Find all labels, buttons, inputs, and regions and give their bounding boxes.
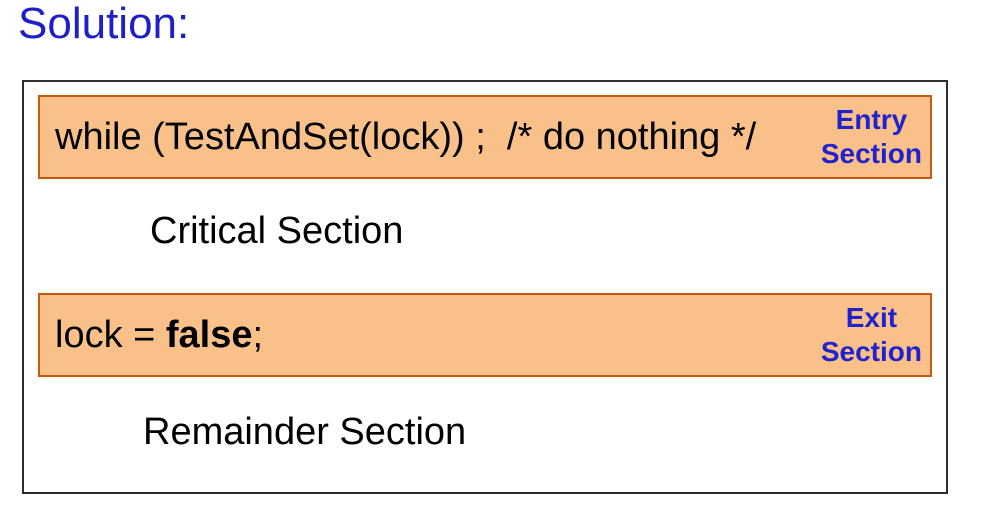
entry-code-text: while (TestAndSet(lock)) ; /* do nothing… (55, 115, 757, 158)
exit-code-bold: false (165, 313, 253, 356)
entry-section-label-line2: Section (820, 138, 922, 169)
exit-section-box: lock = false; Exit Section (38, 293, 932, 377)
exit-section-label: Exit Section (821, 301, 922, 368)
critical-section-label: Critical Section (150, 210, 404, 252)
page-title: Solution: (18, 0, 190, 48)
exit-section-label-line2: Section (820, 336, 922, 367)
entry-section-label-line1: Entry (835, 104, 908, 136)
exit-code-suffix: ; (252, 313, 264, 356)
exit-code-prefix: lock = (55, 313, 166, 356)
exit-code-text: lock = false; (55, 314, 263, 357)
remainder-section-label: Remainder Section (143, 411, 467, 453)
exit-section-label-line1: Exit (845, 302, 898, 334)
entry-section-box: while (TestAndSet(lock)) ; /* do nothing… (38, 95, 932, 179)
entry-section-label: Entry Section (821, 103, 922, 170)
algorithm-structure-box: while (TestAndSet(lock)) ; /* do nothing… (22, 80, 948, 494)
